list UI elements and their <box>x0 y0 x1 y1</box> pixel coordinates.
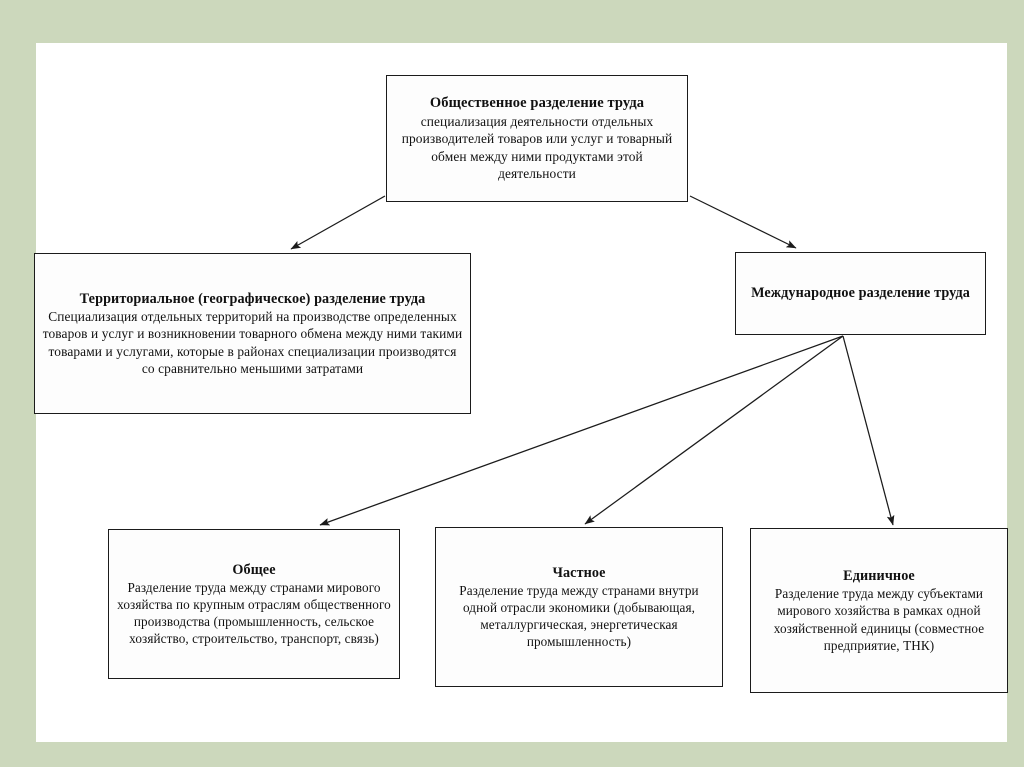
node-title: Единичное <box>843 568 915 585</box>
node-body: Разделение труда между странами внутри о… <box>459 582 699 650</box>
node-title: Международное разделение труда <box>751 285 970 302</box>
node-general-type[interactable]: Общее Разделение труда между странами ми… <box>108 529 400 679</box>
node-social-division-of-labour[interactable]: Общественное разделение труда специализа… <box>386 75 688 202</box>
node-title: Территориальное (географическое) разделе… <box>79 290 426 307</box>
node-title: Частное <box>552 564 606 581</box>
node-body: Разделение труда между субъектами мирово… <box>773 586 985 653</box>
node-title: Общественное разделение труда <box>429 95 645 112</box>
node-body: специализация деятельности отдельных про… <box>401 113 673 182</box>
node-body: Разделение труда между странами мирового… <box>117 579 391 647</box>
node-international-division-of-labour[interactable]: Международное разделение труда <box>735 252 986 335</box>
node-private-type[interactable]: Частное Разделение труда между странами … <box>435 527 723 687</box>
node-territorial-division-of-labour[interactable]: Территориальное (географическое) разделе… <box>34 253 471 414</box>
node-body: Специализация отдельных территорий на пр… <box>42 308 463 376</box>
node-title: Общее <box>232 561 276 578</box>
node-single-type[interactable]: Единичное Разделение труда между субъект… <box>750 528 1008 693</box>
